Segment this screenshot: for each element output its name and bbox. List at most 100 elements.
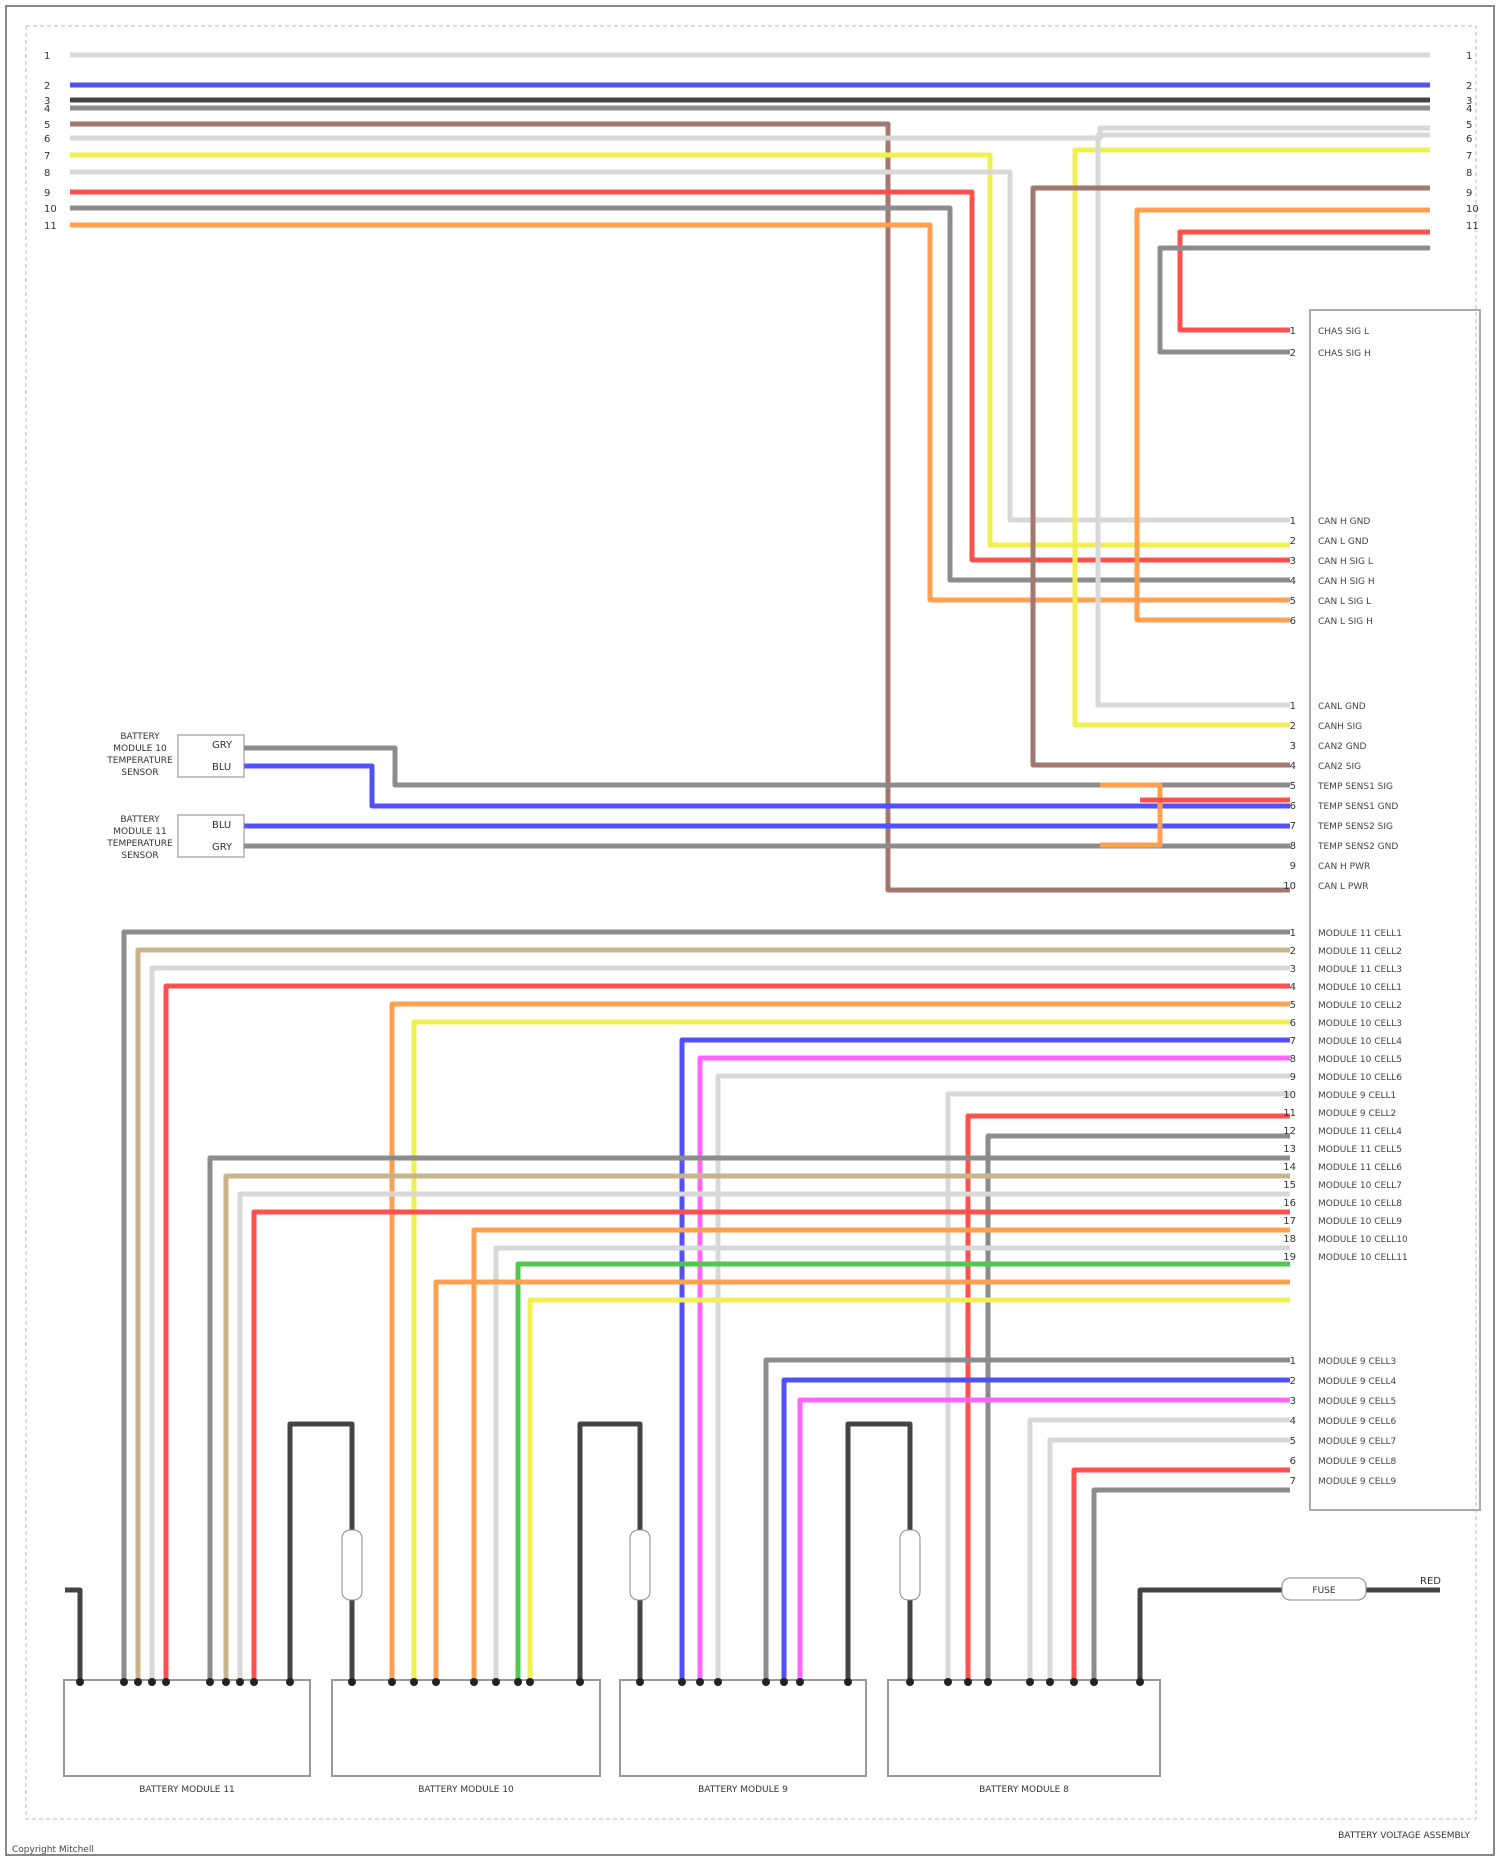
sensor-line-3: TEMPERATURE bbox=[106, 756, 173, 766]
ecu-signal-label: MODULE 11 CELL1 bbox=[1318, 929, 1402, 939]
ecu-pin-number: 13 bbox=[1283, 1144, 1296, 1155]
left-pin-number: 2 bbox=[44, 81, 50, 92]
ecu-signal-label: MODULE 9 CELL6 bbox=[1318, 1417, 1397, 1427]
module-box bbox=[888, 1680, 1160, 1776]
ecu-signal-label: CHAS SIG H bbox=[1318, 349, 1371, 359]
terminal-dot bbox=[984, 1678, 992, 1686]
ecu-signal-label: MODULE 11 CELL5 bbox=[1318, 1145, 1402, 1155]
temp-sensor-module-11: BATTERY MODULE 11 TEMPERATURE SENSOR BLU… bbox=[106, 815, 244, 861]
ecu-pin-number: 17 bbox=[1283, 1216, 1296, 1227]
wire-module-20 bbox=[436, 1282, 1290, 1680]
wire-brown-b bbox=[1033, 188, 1430, 765]
terminal-dot bbox=[636, 1678, 644, 1686]
ecu-pin-number: 3 bbox=[1290, 556, 1296, 567]
sensor-line-1: BATTERY bbox=[120, 815, 160, 825]
ecu-pin-number: 6 bbox=[1290, 1456, 1296, 1467]
ecu-pin-number: 7 bbox=[1290, 1036, 1296, 1047]
wire-module-8 bbox=[700, 1058, 1290, 1680]
sensor-line-3: TEMPERATURE bbox=[106, 839, 173, 849]
sensor-pin-1: GRY bbox=[212, 740, 233, 751]
ecu-pin-number: 4 bbox=[1290, 1416, 1296, 1427]
ecu-box bbox=[1310, 310, 1480, 1510]
ecu-pin-number: 2 bbox=[1290, 946, 1296, 957]
ecu-signal-label: MODULE 10 CELL1 bbox=[1318, 983, 1402, 993]
left-pin-number: 1 bbox=[44, 51, 50, 62]
left-pin-number: 6 bbox=[44, 134, 50, 145]
terminal-dot bbox=[120, 1678, 128, 1686]
terminal-dot bbox=[206, 1678, 214, 1686]
right-pin-number: 6 bbox=[1466, 134, 1472, 145]
ecu-signal-label: TEMP SENS1 SIG bbox=[1317, 782, 1393, 792]
ecu-pin-number: 6 bbox=[1290, 1018, 1296, 1029]
ecu-signal-label: MODULE 10 CELL11 bbox=[1318, 1253, 1408, 1263]
ecu-signal-label: MODULE 10 CELL10 bbox=[1318, 1235, 1408, 1245]
module-label: BATTERY MODULE 9 bbox=[698, 1785, 788, 1795]
terminal-dot bbox=[492, 1678, 500, 1686]
ecu-signal-label: MODULE 10 CELL6 bbox=[1318, 1073, 1402, 1083]
ecu-pin-number: 10 bbox=[1283, 1090, 1296, 1101]
terminal-dot bbox=[134, 1678, 142, 1686]
module-fuses bbox=[76, 1530, 1144, 1686]
right-pin-number: 8 bbox=[1466, 168, 1472, 179]
watermark: Copyright Mitchell bbox=[12, 1845, 94, 1855]
wire-grey-a bbox=[70, 208, 1290, 580]
ecu-signal-label: CAN2 GND bbox=[1318, 742, 1366, 752]
right-pin-number: 11 bbox=[1466, 221, 1479, 232]
ecu-signal-label: CAN2 SIG bbox=[1318, 762, 1361, 772]
ecu-signal-label: MODULE 9 CELL9 bbox=[1318, 1477, 1397, 1487]
ecu-pin-number: 3 bbox=[1290, 964, 1296, 975]
terminal-dot bbox=[576, 1678, 584, 1686]
ecu-pin-number: 10 bbox=[1283, 881, 1296, 892]
ecu-pin-number: 1 bbox=[1290, 1356, 1296, 1367]
ecu-signal-label: CHAS SIG L bbox=[1318, 327, 1369, 337]
bottom-right-label: RED bbox=[1420, 1576, 1441, 1587]
battery-module-8: BATTERY MODULE 8 bbox=[888, 1680, 1160, 1795]
ecu-signal-label: MODULE 9 CELL5 bbox=[1318, 1397, 1396, 1407]
sensor-line-4: SENSOR bbox=[121, 768, 158, 778]
wire-module-28 bbox=[1094, 1490, 1290, 1680]
ecu-pin-number: 2 bbox=[1290, 1376, 1296, 1387]
module-box bbox=[332, 1680, 600, 1776]
terminal-dot bbox=[348, 1678, 356, 1686]
wire-module-18 bbox=[496, 1248, 1290, 1680]
pin-labels: 11223344556677889910101111 bbox=[44, 51, 1479, 232]
wire-module-25 bbox=[1030, 1420, 1290, 1680]
ecu-signal-label: MODULE 9 CELL7 bbox=[1318, 1437, 1396, 1447]
ecu-pin-number: 9 bbox=[1290, 1072, 1296, 1083]
wire-module-8-pos bbox=[1140, 1590, 1282, 1680]
terminal-dot bbox=[470, 1678, 478, 1686]
wires bbox=[65, 55, 1440, 1680]
ecu-pin-number: 1 bbox=[1290, 326, 1296, 337]
ecu-signal-label: MODULE 10 CELL4 bbox=[1318, 1037, 1402, 1047]
terminal-dot bbox=[696, 1678, 704, 1686]
battery-module-11: BATTERY MODULE 11 bbox=[64, 1680, 310, 1795]
battery-module-10: BATTERY MODULE 10 bbox=[332, 1680, 600, 1795]
wire-module-11-neg bbox=[65, 1590, 80, 1680]
terminal-dot bbox=[148, 1678, 156, 1686]
ecu-signal-label: MODULE 11 CELL3 bbox=[1318, 965, 1402, 975]
ecu-pin-number: 15 bbox=[1283, 1180, 1296, 1191]
ecu-signal-label: MODULE 10 CELL5 bbox=[1318, 1055, 1402, 1065]
ecu-pin-number: 3 bbox=[1290, 1396, 1296, 1407]
ecu-pin-number: 8 bbox=[1290, 1054, 1296, 1065]
ecu-pin-number: 4 bbox=[1290, 761, 1296, 772]
terminal-dot bbox=[964, 1678, 972, 1686]
ecu-signal-label: CAN H SIG H bbox=[1318, 577, 1375, 587]
wire-brown-can bbox=[70, 124, 1290, 890]
module-label: BATTERY MODULE 11 bbox=[139, 1785, 235, 1795]
left-pin-number: 11 bbox=[44, 221, 57, 232]
right-pin-number: 10 bbox=[1466, 204, 1479, 215]
ecu-signal-label: MODULE 10 CELL2 bbox=[1318, 1001, 1402, 1011]
ecu-pin-number: 5 bbox=[1290, 781, 1296, 792]
ecu-signal-label: CAN L PWR bbox=[1318, 882, 1369, 892]
ecu-signal-label: MODULE 10 CELL3 bbox=[1318, 1019, 1402, 1029]
wire-module-5 bbox=[392, 1004, 1290, 1680]
module-fuse-body bbox=[342, 1530, 362, 1600]
ecu-signal-label: MODULE 11 CELL2 bbox=[1318, 947, 1402, 957]
terminal-dot bbox=[1046, 1678, 1054, 1686]
ecu-pin-number: 2 bbox=[1290, 721, 1296, 732]
wire-module-14 bbox=[226, 1176, 1290, 1680]
module-box bbox=[64, 1680, 310, 1776]
module-label: BATTERY MODULE 8 bbox=[979, 1785, 1069, 1795]
